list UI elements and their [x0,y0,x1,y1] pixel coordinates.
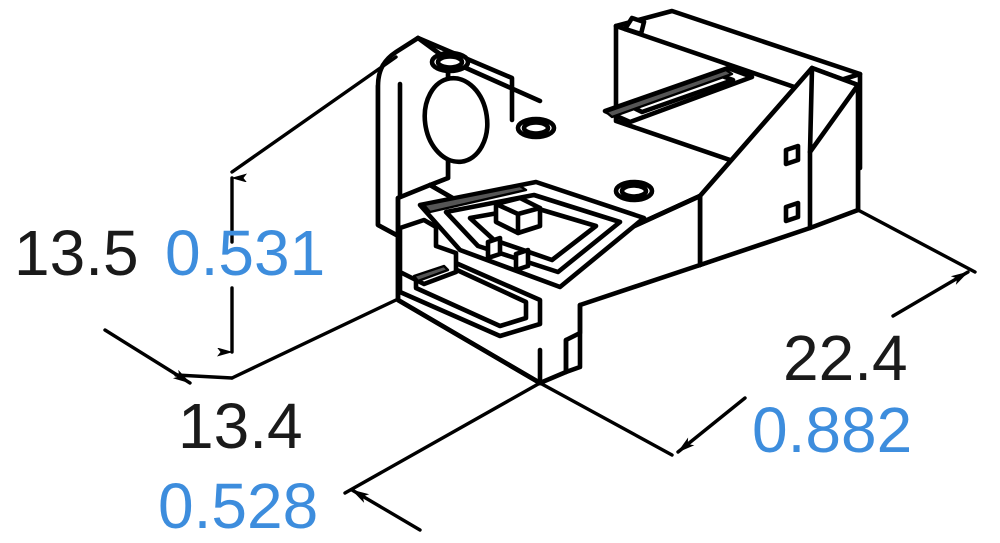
ext-line-height-bottom [230,298,398,380]
indicator-mark-lower [783,200,801,224]
small-hole-lower-right-inner [619,183,649,199]
sensor-post-left [485,235,503,261]
sensor-post-right [513,247,531,273]
base-notch [563,302,583,375]
dimension-lines [103,55,977,532]
indicator-mark-upper [783,143,801,167]
dim-height-imperial: 0.531 [165,217,325,289]
ext-line-width-right [856,208,977,274]
slot-shadow [604,68,734,119]
dim-line-depth-arrow [350,488,422,532]
ext-line-width-left [538,381,674,457]
rear-block-tab [622,15,647,37]
dim-width-imperial: 0.882 [752,394,912,466]
dim-height-metric: 13.5 [14,217,139,289]
ext-line-depth-left [174,373,234,380]
dimension-labels: 13.5 0.531 13.4 0.528 22.4 0.882 [14,217,912,542]
dim-line-width-upper [891,270,970,318]
dim-line-width-lower [676,396,747,454]
recess-shadow-strip [422,184,528,214]
dim-width-metric: 22.4 [783,322,908,394]
ext-line-height-top [230,55,398,174]
small-hole-mid-right-inner [521,120,551,136]
small-hole-top-left-inner [435,54,465,70]
recess-shadow-strip-2 [412,264,450,283]
mounting-hole [422,75,490,165]
dim-depth-metric: 13.4 [178,390,303,462]
dim-depth-imperial: 0.528 [158,470,318,542]
ext-line-depth-diagonal [343,381,542,495]
